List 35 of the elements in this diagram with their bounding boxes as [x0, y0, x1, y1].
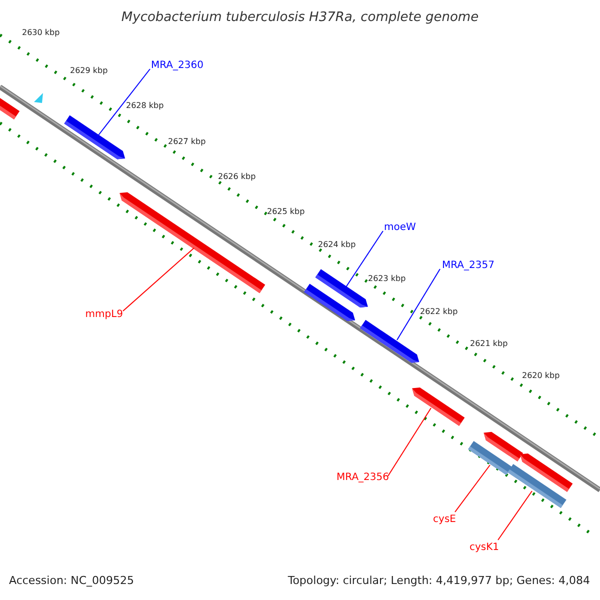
leader-line — [388, 408, 432, 476]
gene-label: MRA_2360 — [151, 60, 204, 72]
position-label: 2628 kbp — [126, 101, 164, 111]
gene-label: cysE — [433, 514, 456, 526]
position-label: 2620 kbp — [522, 371, 560, 381]
position-label: 2622 kbp — [420, 307, 458, 317]
position-label: 2629 kbp — [70, 66, 108, 76]
position-label: 2630 kbp — [22, 28, 60, 38]
gene-bar — [0, 96, 20, 120]
gene-bar — [508, 464, 566, 508]
leader-line — [96, 68, 150, 138]
title: Mycobacterium tuberculosis H37Ra, complete genome — [121, 9, 479, 27]
leader-line — [396, 268, 440, 340]
gene-bar — [468, 441, 512, 475]
gene-bar — [64, 115, 126, 160]
leader-line — [122, 248, 194, 312]
gene-bar — [120, 192, 266, 294]
genome-summary-text: Topology: circular; Length: 4,419,977 bp; Genes: 4,084 — [288, 574, 590, 587]
position-label: 2627 kbp — [168, 137, 206, 147]
gene-label: moeW — [384, 222, 416, 234]
gene-label: MRA_2356 — [336, 472, 389, 484]
leader-line — [454, 464, 490, 512]
position-label: 2623 kbp — [368, 274, 406, 284]
gene-label: MRA_2357 — [442, 260, 494, 272]
gene-label: cysK1 — [469, 542, 499, 554]
position-label: 2626 kbp — [218, 172, 256, 182]
leader-line — [346, 230, 384, 288]
gene-bar — [360, 320, 420, 363]
gene-bar — [412, 388, 465, 426]
position-label: 2624 kbp — [318, 240, 356, 250]
accession-text: Accession: NC_009525 — [9, 574, 134, 587]
position-label: 2621 kbp — [470, 339, 508, 349]
gene-bar — [304, 284, 356, 321]
gene-label: mmpL9 — [85, 309, 123, 321]
leader-line — [498, 490, 532, 540]
